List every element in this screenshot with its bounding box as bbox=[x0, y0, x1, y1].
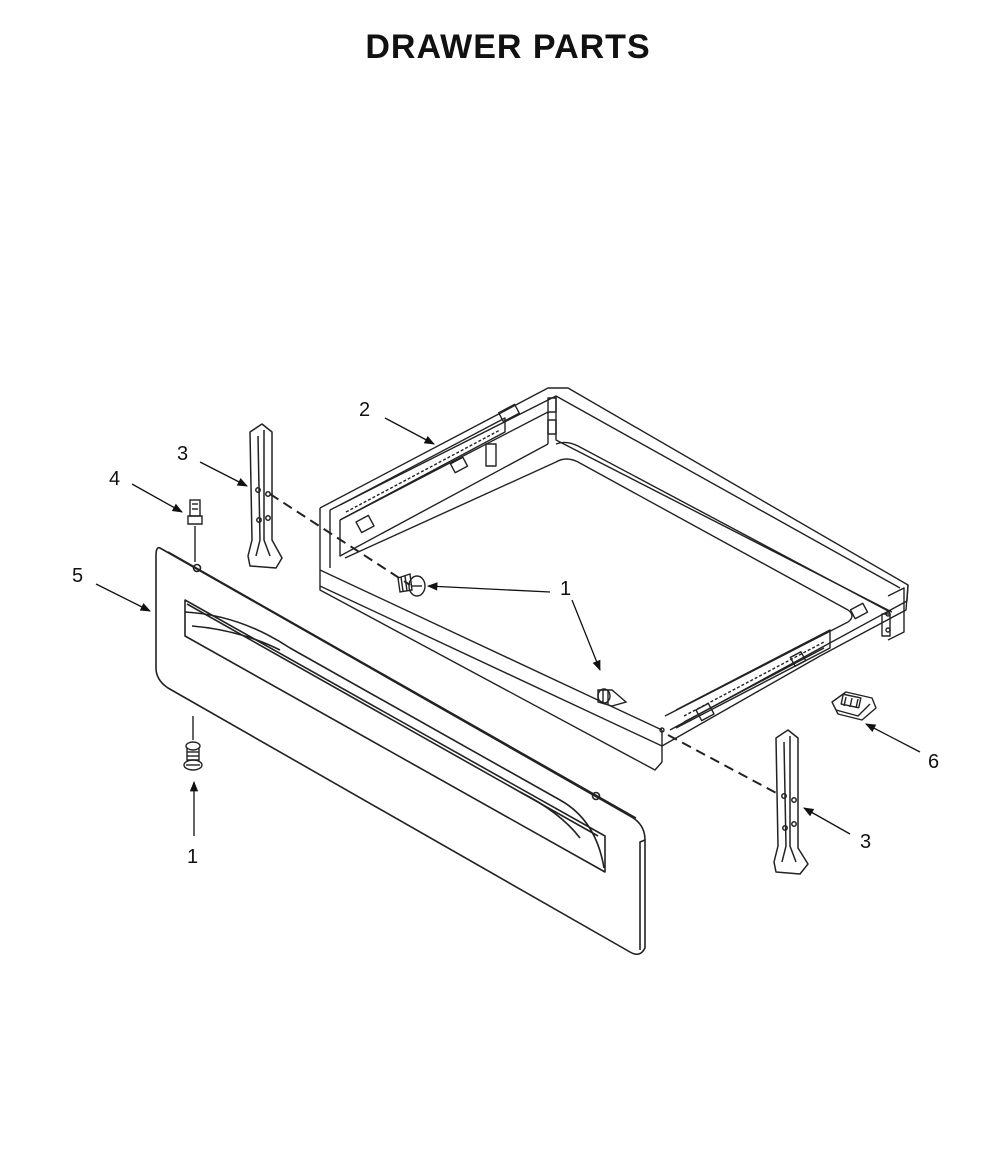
alignment-line-right bbox=[667, 734, 781, 796]
callout-arrow-3-left bbox=[199, 461, 248, 487]
alignment-line-left bbox=[269, 493, 411, 586]
callout-label-4: 4 bbox=[109, 468, 120, 490]
callout-arrow-1-upper bbox=[426, 582, 551, 593]
callout-arrow-6 bbox=[865, 723, 921, 753]
drawer-body bbox=[319, 387, 909, 771]
drawer-clip bbox=[831, 691, 877, 721]
drawer-front-panel bbox=[155, 546, 646, 956]
slide-bracket-left bbox=[247, 423, 283, 569]
callout-arrow-3-right bbox=[803, 807, 851, 835]
screw-front bbox=[183, 716, 203, 771]
callout-arrow-5 bbox=[95, 583, 151, 612]
screw-lower bbox=[597, 688, 628, 707]
callout-arrow-4 bbox=[131, 483, 183, 513]
callout-label-1-front: 1 bbox=[187, 846, 198, 868]
callout-label-6: 6 bbox=[928, 751, 939, 773]
drawer-pin bbox=[187, 499, 203, 562]
callout-label-5: 5 bbox=[72, 565, 83, 587]
callout-arrow-1-lower bbox=[571, 599, 601, 671]
callout-label-1-upper: 1 bbox=[560, 578, 571, 600]
screw-upper bbox=[397, 573, 426, 597]
callout-label-3-left: 3 bbox=[177, 443, 188, 465]
callout-label-3-right: 3 bbox=[860, 831, 871, 853]
page-title: DRAWER PARTS bbox=[365, 28, 651, 66]
callout-label-2: 2 bbox=[359, 399, 370, 421]
slide-bracket-right bbox=[773, 729, 809, 875]
callout-arrow-2 bbox=[384, 417, 435, 445]
